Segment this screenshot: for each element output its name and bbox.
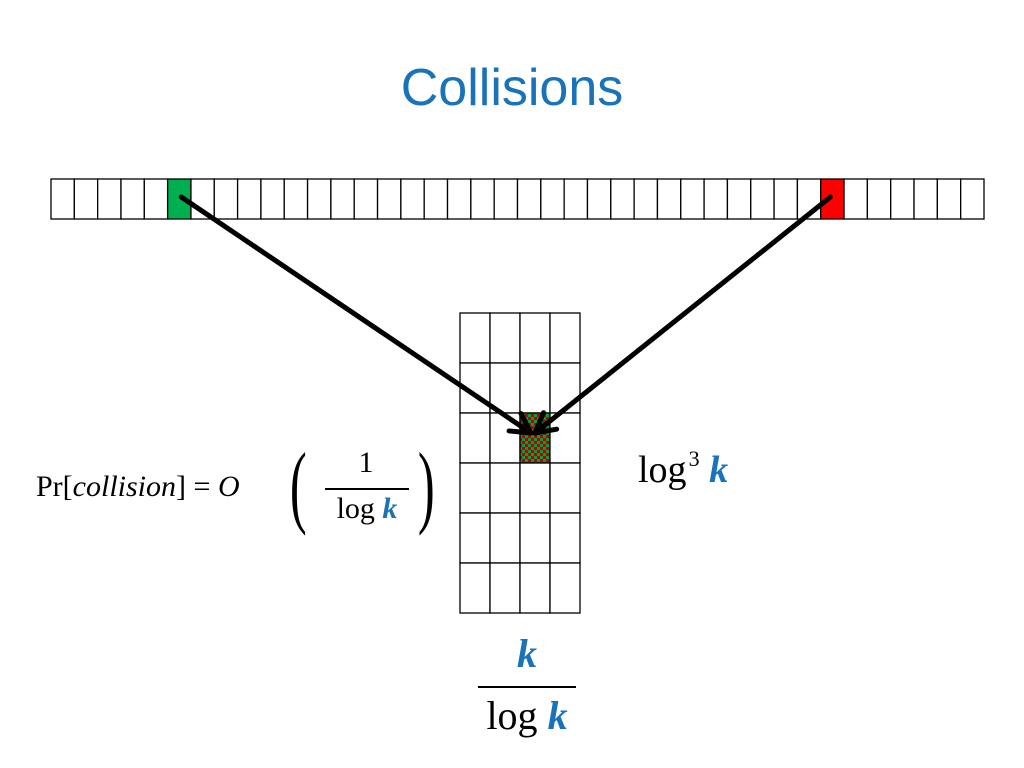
array-cell xyxy=(610,178,635,220)
array-cell xyxy=(306,178,332,220)
array-cell xyxy=(656,178,682,220)
array-cell xyxy=(50,178,75,220)
array-cell xyxy=(703,178,729,220)
array-cell xyxy=(960,178,985,220)
array-cell xyxy=(73,178,99,220)
array-cell xyxy=(540,178,565,220)
array-cell xyxy=(260,178,285,220)
table-cell xyxy=(489,312,521,364)
fraction-bar xyxy=(325,488,409,490)
table-cell xyxy=(459,562,491,614)
table-cell xyxy=(519,462,551,514)
slide-title: Collisions xyxy=(400,59,624,117)
array-cell xyxy=(236,178,262,220)
array-cell xyxy=(750,178,775,220)
formula-lhs: Pr[collision] = O xyxy=(36,470,240,503)
table-cell xyxy=(489,462,521,514)
arrow-head xyxy=(532,410,560,436)
table-cell xyxy=(549,512,581,564)
array-cell xyxy=(400,178,425,220)
left-paren: ( xyxy=(289,434,307,536)
table-cell xyxy=(549,412,581,464)
width-denominator: log k xyxy=(486,693,568,738)
table-cell xyxy=(459,312,491,364)
table-cell xyxy=(459,412,491,464)
array-cell xyxy=(586,178,612,220)
array-cell xyxy=(493,178,519,220)
array-cell xyxy=(283,178,309,220)
table-cell xyxy=(549,312,581,364)
array-cell xyxy=(470,178,495,220)
table-cell xyxy=(459,462,491,514)
array-cell xyxy=(866,178,892,220)
table-cell xyxy=(519,312,551,364)
table-cell xyxy=(489,512,521,564)
long-array xyxy=(50,178,985,220)
bucket-table xyxy=(459,312,581,614)
array-cell xyxy=(353,178,379,220)
arrow-shaft xyxy=(532,194,833,436)
table-cell xyxy=(519,362,551,414)
array-cell xyxy=(633,178,659,220)
array-cell xyxy=(143,178,169,220)
fraction-denominator: log k xyxy=(336,492,398,525)
width-fraction-bar xyxy=(478,686,576,688)
array-cell xyxy=(913,178,939,220)
table-cell xyxy=(519,512,551,564)
right-paren: ) xyxy=(417,434,435,536)
arrow-head xyxy=(506,410,534,436)
table-cell xyxy=(549,362,581,414)
array-cell xyxy=(330,178,355,220)
array-cell xyxy=(726,178,752,220)
arrow-shaft xyxy=(178,194,534,436)
table-cell xyxy=(489,562,521,614)
table-cell xyxy=(489,362,521,414)
table-cell xyxy=(459,512,491,564)
width-numerator: k xyxy=(517,631,537,676)
table-width-label: k log k xyxy=(478,630,576,740)
table-cell xyxy=(549,462,581,514)
array-cell xyxy=(563,178,589,220)
array-cell xyxy=(97,178,122,220)
fraction-numerator: 1 xyxy=(358,446,374,479)
table-cell xyxy=(519,562,551,614)
table-cell xyxy=(549,562,581,614)
table-height-label: log3 k xyxy=(638,446,729,491)
collision-arrows xyxy=(178,194,833,436)
array-cell xyxy=(890,178,915,220)
array-cell xyxy=(120,178,145,220)
array-cell xyxy=(376,178,402,220)
array-cell xyxy=(936,178,962,220)
array-cell xyxy=(680,178,705,220)
array-cell xyxy=(516,178,542,220)
array-cell xyxy=(423,178,449,220)
array-cell xyxy=(843,178,869,220)
array-cell xyxy=(773,178,799,220)
array-cell xyxy=(213,178,239,220)
array-cell xyxy=(446,178,472,220)
